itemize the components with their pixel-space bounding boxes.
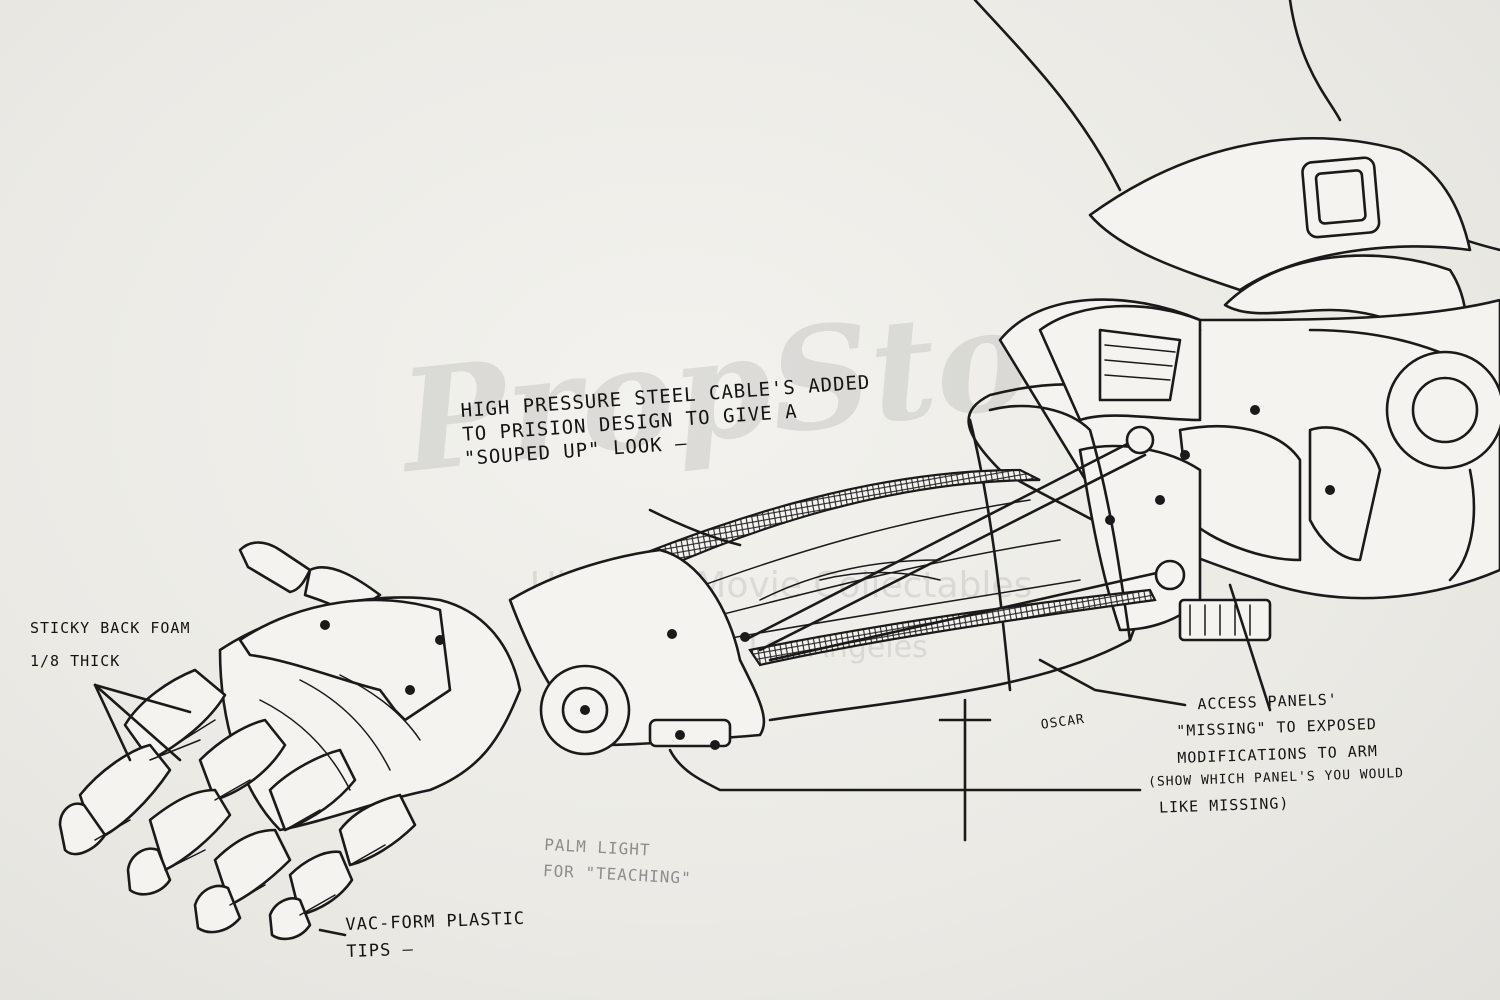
leader-lines [93, 508, 1272, 937]
annotation-palm-light: PALM LIGHT FOR "TEACHING" [542, 832, 693, 891]
robot-hand [58, 541, 522, 941]
annotation-foam: STICKY BACK FOAM 1/8 THICK [30, 612, 191, 678]
annotation-foam-line-2: 1/8 THICK [30, 652, 121, 670]
annotation-panels: ACCESS PANELS' "MISSING" TO EXPOSED MODI… [1148, 684, 1405, 820]
annotation-foam-line-1: STICKY BACK FOAM [30, 619, 191, 637]
forearm [637, 304, 1335, 722]
annotation-tips: VAC-FORM PLASTIC TIPS — [345, 906, 527, 967]
wrist-cuff [508, 548, 766, 756]
